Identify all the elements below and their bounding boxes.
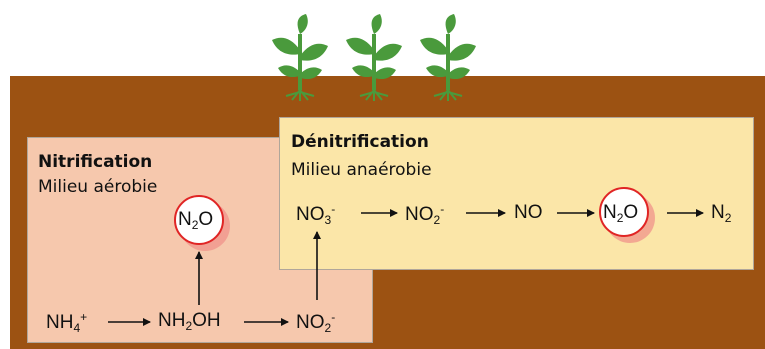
no-label: NO	[514, 202, 543, 223]
nh4-label: NH4+	[46, 310, 88, 335]
no2-nitrification-label: NO2-	[296, 310, 336, 335]
n2o-nitrification-label: N2O	[178, 209, 214, 232]
no2-denitrification-label: NO2-	[405, 202, 445, 227]
n2o-nitrification-highlight	[174, 195, 230, 251]
nitrification-subtitle: Milieu aérobie	[38, 177, 158, 197]
denitrification-title: Dénitrification	[291, 132, 429, 152]
nitrification-title: Nitrification	[38, 152, 153, 172]
denitrification-panel	[279, 117, 754, 270]
seedling-icon	[272, 14, 328, 101]
nh2oh-label: NH2OH	[158, 310, 221, 333]
no3-label: NO3-	[296, 202, 336, 227]
seedling-icon	[420, 14, 476, 101]
n2o-denitrification-highlight	[599, 187, 655, 243]
n2o-denitrification-label: N2O	[603, 202, 639, 225]
denitrification-subtitle: Milieu anaérobie	[291, 160, 432, 180]
seedling-icon	[346, 14, 402, 101]
n2-label: N2	[711, 202, 732, 225]
